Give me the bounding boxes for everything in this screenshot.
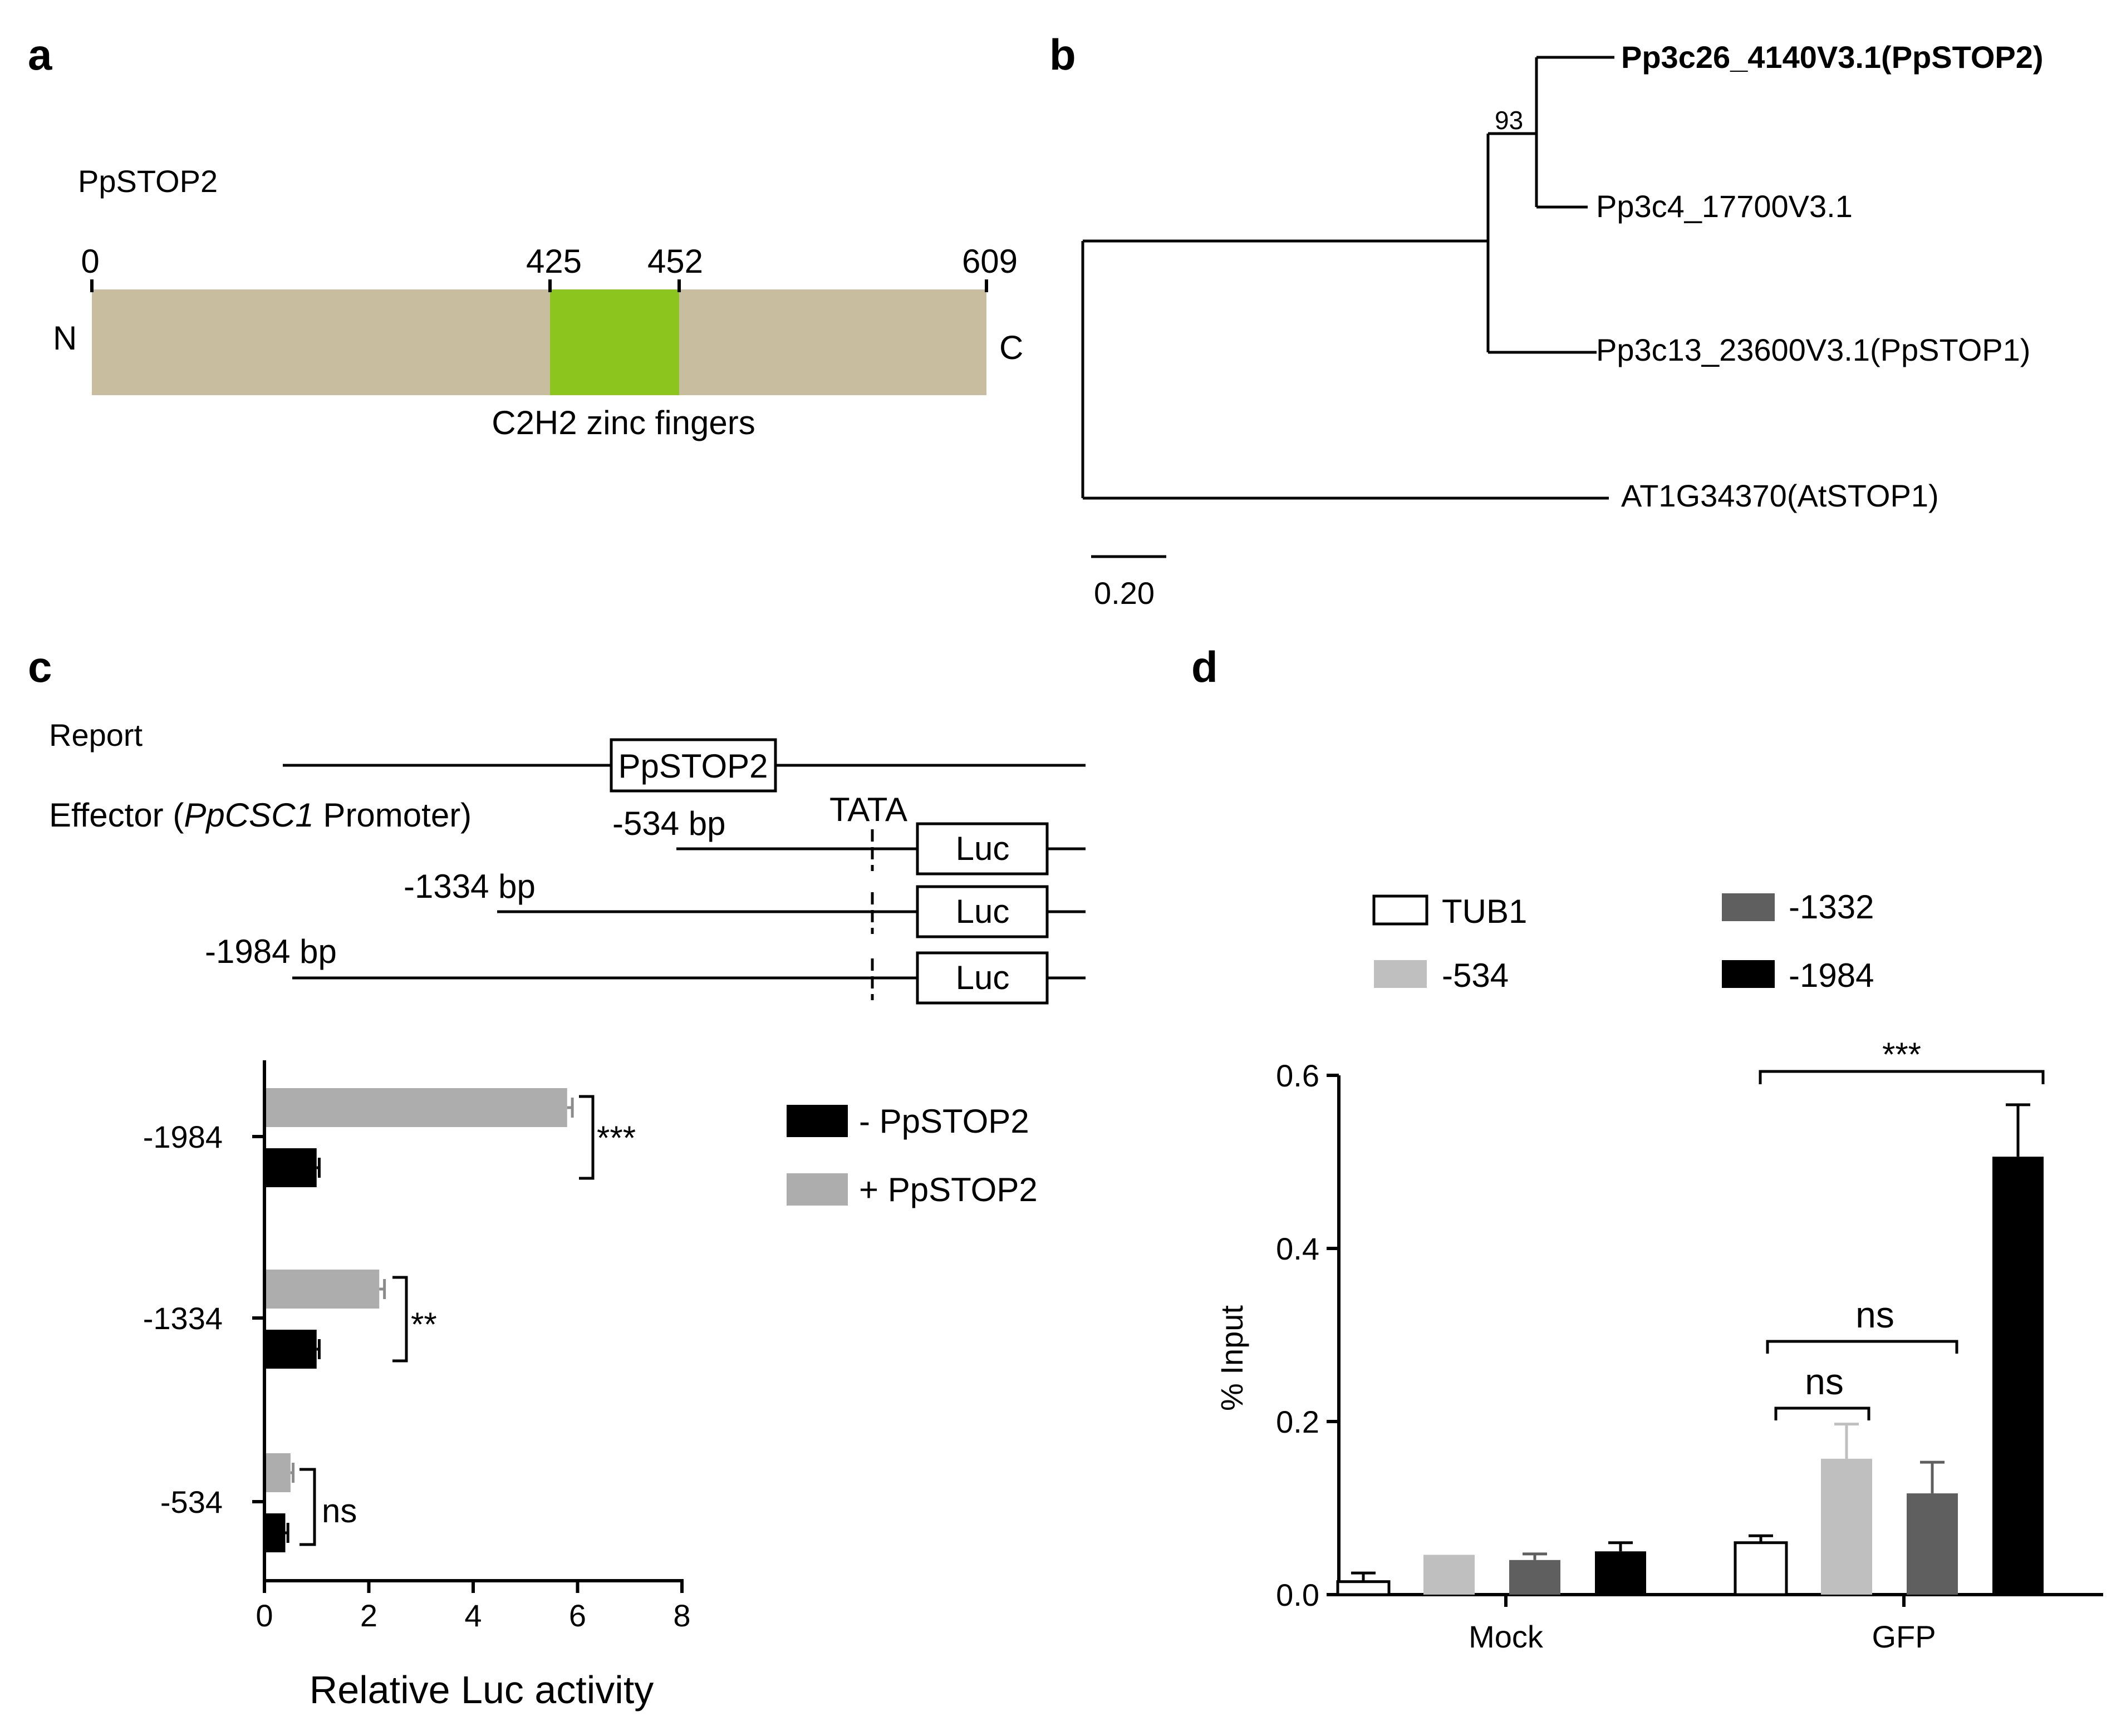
bar — [266, 1453, 291, 1492]
report-label: Report — [49, 717, 143, 753]
x-axis-label: Relative Luc activity — [310, 1668, 654, 1712]
y-tick-label: -1984 — [143, 1119, 223, 1154]
luc-label: Luc — [956, 830, 1010, 867]
x-tick-label: 8 — [673, 1598, 690, 1633]
position-452: 452 — [647, 243, 703, 280]
luc-box — [916, 822, 1049, 876]
y-tick-label: 0.2 — [1276, 1404, 1319, 1439]
panel-b: b Pp3c26_4140V3.1(PpSTOP2) Pp3c4_17700V3… — [1049, 30, 2044, 611]
position-425: 425 — [526, 243, 582, 280]
bar — [266, 1270, 380, 1309]
report-gene-label: PpSTOP2 — [618, 747, 768, 785]
bar — [266, 1088, 567, 1127]
legend-label-tub1: TUB1 — [1442, 893, 1527, 930]
legend-swatch-plus — [787, 1173, 848, 1206]
panel-c-letter: c — [28, 642, 52, 691]
legend-label-plus: + PpSTOP2 — [859, 1171, 1038, 1208]
legend-label-1332: -1332 — [1789, 888, 1874, 926]
luc-label: Luc — [956, 959, 1010, 996]
taxon-ppstop1: Pp3c13_23600V3.1(PpSTOP1) — [1596, 332, 2030, 367]
luc-box — [916, 885, 1049, 938]
bar — [1336, 1580, 1391, 1596]
legend-label-1984: -1984 — [1789, 957, 1874, 994]
significance-bracket-outer — [1766, 1340, 1958, 1354]
report-gene-box — [610, 738, 777, 793]
protein-bar — [92, 289, 986, 395]
position-0: 0 — [81, 243, 99, 280]
bar — [266, 1148, 317, 1187]
bar — [1992, 1157, 2044, 1595]
y-tick-label: -534 — [160, 1484, 223, 1519]
x-tick-label: GFP — [1872, 1619, 1936, 1654]
construct-1984-label: -1984 bp — [205, 933, 337, 970]
significance-bracket-inner — [1774, 1406, 1870, 1420]
bar — [1821, 1458, 1872, 1595]
taxon-ppstop2: Pp3c26_4140V3.1(PpSTOP2) — [1621, 40, 2044, 75]
n-terminus-label: N — [53, 319, 77, 357]
bar — [1595, 1551, 1646, 1595]
x-tick-label: 2 — [360, 1598, 377, 1633]
legend-swatch-1984 — [1722, 960, 1775, 988]
panel-b-letter: b — [1049, 30, 1076, 79]
taxon-atstop1: AT1G34370(AtSTOP1) — [1621, 478, 1939, 513]
construct-1334-label: -1334 bp — [404, 868, 536, 905]
luc-label: Luc — [956, 893, 1010, 930]
significance-bracket — [299, 1468, 316, 1546]
legend-swatch-534 — [1374, 960, 1427, 988]
legend-swatch-1332 — [1722, 893, 1775, 921]
bar — [266, 1513, 286, 1552]
significance-1984: *** — [597, 1119, 636, 1157]
significance-bracket — [579, 1095, 595, 1180]
significance-ns-outer: ns — [1855, 1294, 1894, 1335]
bar — [1509, 1560, 1560, 1595]
significance-bracket-top — [1759, 1070, 2045, 1084]
protein-name: PpSTOP2 — [78, 164, 218, 199]
bar — [1423, 1555, 1475, 1595]
panel-a: a PpSTOP2 0 425 452 609 N C C2H2 zinc fi… — [28, 30, 1023, 441]
panel-c: c Report PpSTOP2 Effector (PpCSC1 Promot… — [28, 642, 1086, 1712]
x-tick-label: Mock — [1469, 1619, 1544, 1654]
taxon-pp3c4: Pp3c4_17700V3.1 — [1596, 189, 1853, 224]
tata-label: TATA — [829, 791, 907, 828]
significance-bracket — [392, 1276, 408, 1363]
y-tick-label: 0.6 — [1276, 1058, 1319, 1093]
domain-label: C2H2 zinc fingers — [492, 404, 755, 441]
x-tick-label: 4 — [464, 1598, 482, 1633]
panel-a-letter: a — [28, 30, 52, 79]
bar — [266, 1330, 317, 1369]
bootstrap-value: 93 — [1495, 106, 1523, 135]
y-tick-label: 0.4 — [1276, 1231, 1319, 1266]
x-tick-label: 6 — [569, 1598, 586, 1633]
legend-label-minus: - PpSTOP2 — [859, 1103, 1029, 1140]
zinc-finger-domain — [550, 289, 679, 395]
y-tick-label: -1334 — [143, 1301, 223, 1336]
bar — [1734, 1541, 1788, 1596]
significance-ns-inner: ns — [1805, 1361, 1844, 1402]
luc-box — [916, 951, 1049, 1005]
bar — [1907, 1493, 1958, 1595]
significance-1334: ** — [411, 1306, 437, 1343]
x-tick-label: 0 — [256, 1598, 273, 1633]
effector-label: Effector (PpCSC1 Promoter) — [49, 796, 472, 834]
legend-swatch-minus — [787, 1105, 848, 1137]
legend-swatch-tub1 — [1372, 894, 1428, 926]
panel-d: d TUB1 -534 -1332 -1984 0.0 0.2 0.4 0.6Mock… — [1191, 642, 2103, 1654]
panel-d-letter: d — [1191, 642, 1218, 691]
y-axis-label: % Input — [1214, 1305, 1249, 1411]
position-609: 609 — [962, 243, 1018, 280]
scale-label: 0.20 — [1094, 576, 1155, 611]
c-terminus-label: C — [999, 329, 1023, 366]
significance-top: *** — [1882, 1036, 1921, 1073]
y-tick-label: 0.0 — [1276, 1577, 1319, 1612]
construct-534-label: -534 bp — [612, 805, 726, 842]
significance-534: ns — [322, 1492, 357, 1530]
legend-label-534: -534 — [1442, 957, 1509, 994]
